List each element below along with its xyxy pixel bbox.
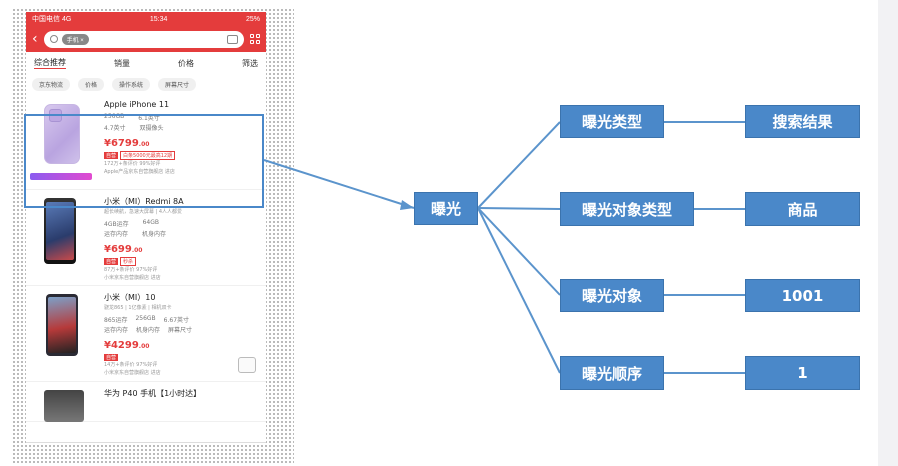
connector-phone-to-root (263, 159, 415, 209)
status-bar: 中国电信 4G 15:34 25% (26, 12, 266, 26)
node-exposure-order: 曝光顺序 (560, 356, 664, 390)
spec: 64GB (142, 219, 159, 226)
product-specs: 865运存 256GB 6.67英寸 (104, 315, 262, 324)
node-exposure-object: 曝光对象 (560, 279, 664, 312)
filter-pill[interactable]: 屏幕尺寸 (158, 77, 197, 91)
search-input[interactable]: 手机 × (43, 30, 244, 48)
shop-name[interactable]: 小米京东自营旗舰店 进店 (104, 370, 161, 376)
product-image (30, 292, 96, 374)
tab-sales[interactable]: 销量 (114, 58, 130, 68)
product-name: 华为 P40 手机【1小时达】 (104, 389, 202, 398)
carrier-label: 中国电信 4G (32, 16, 72, 23)
spec-sub: 机身内存 (142, 231, 167, 238)
spec: 256GB (135, 315, 156, 322)
p40-image (44, 390, 84, 422)
connector-root-to-object (477, 207, 561, 296)
review-count: 14万+条评价 97%好评 (104, 362, 158, 368)
tag: 自营 (104, 354, 119, 361)
value-search-result: 搜索结果 (745, 105, 860, 138)
redmi-image (44, 198, 76, 264)
value-product: 商品 (745, 192, 860, 226)
time-label: 15:34 (149, 15, 168, 23)
mi10-image (46, 294, 78, 356)
connector-root-to-order (477, 207, 561, 374)
spec-sub: 机身内存 (136, 327, 161, 334)
spec-sub: 4.7英寸 (104, 125, 126, 132)
price-value: ¥6799 (104, 138, 139, 149)
product-specs: 256GB 6.1英寸 (104, 113, 262, 122)
tab-price[interactable]: 价格 (178, 58, 194, 68)
product-price: ¥6799.00 (104, 138, 262, 149)
product-item[interactable]: 华为 P40 手机【1小时达】 (26, 382, 266, 422)
product-subtitle: 骁龙865 | 1亿像素 | 相机双卡 (104, 305, 172, 311)
product-specs-sub: 4.7英寸 双摄像头 (104, 123, 262, 132)
spec: 6.67英寸 (163, 317, 190, 324)
product-image (30, 196, 96, 278)
spec: 865运存 (104, 317, 128, 324)
product-price: ¥699.00 (104, 244, 262, 255)
filter-pill[interactable]: 操作系统 (112, 77, 151, 91)
shop-name[interactable]: 小米京东自营旗舰店 进店 (104, 275, 161, 281)
search-icon (49, 35, 58, 43)
node-exposure-object-type: 曝光对象类型 (560, 192, 694, 226)
search-keyword-chip[interactable]: 手机 × (61, 33, 89, 45)
product-name: 小米（MI）10 (104, 293, 156, 302)
spec-sub: 运存内存 (104, 327, 129, 334)
product-specs-sub: 运存内存 机身内存 屏幕尺寸 (104, 325, 262, 334)
tag: 自营 (104, 152, 119, 159)
filter-pills: 京东物流 价格 操作系统 屏幕尺寸 (26, 74, 266, 94)
arrowhead (400, 200, 414, 210)
product-name: Apple iPhone 11 (104, 100, 170, 109)
product-subtitle: 超长续航，急速大屏幕 | 4人人都爱 (104, 209, 183, 215)
spec-sub: 屏幕尺寸 (168, 327, 193, 334)
tab-filter[interactable]: 筛选 (242, 58, 258, 68)
camera-icon[interactable] (227, 34, 238, 44)
product-price: ¥4299.00 (104, 340, 262, 351)
product-name: 小米（MI）Redmi 8A (104, 197, 184, 206)
filter-pill[interactable]: 价格 (78, 77, 105, 91)
spec: 256GB (104, 113, 125, 120)
review-count: 87万+条评价 97%好评 (104, 267, 158, 273)
root-node-exposure: 曝光 (414, 192, 478, 225)
price-decimal: .00 (138, 141, 150, 148)
value-1001: 1001 (745, 279, 860, 312)
connector-root-to-object-type (477, 207, 561, 210)
compare-icon[interactable] (238, 357, 256, 373)
product-specs: 4GB运存 64GB (104, 219, 262, 228)
price-value: ¥699 (104, 244, 132, 255)
shop-name[interactable]: Apple产品京东自营旗舰店 进店 (104, 169, 175, 175)
price-decimal: .00 (138, 343, 150, 350)
node-exposure-type: 曝光类型 (560, 105, 664, 138)
tab-recommend[interactable]: 综合推荐 (34, 58, 66, 69)
back-arrow-icon[interactable]: ‹ (32, 31, 38, 47)
tag: 白条5000元最高12期 (120, 151, 176, 160)
spec-sub: 双摄像头 (139, 125, 164, 132)
grid-view-icon[interactable] (250, 34, 260, 44)
battery-label: 25% (245, 15, 260, 23)
connector-root-to-type (477, 121, 561, 209)
filter-pill[interactable]: 京东物流 (32, 77, 71, 91)
product-item[interactable]: 小米（MI）10 骁龙865 | 1亿像素 | 相机双卡 865运存 256GB… (26, 286, 266, 382)
review-count: 172万+条评价 99%好评 (104, 161, 161, 167)
spec: 4GB运存 (104, 221, 129, 228)
tag: 秒杀 (120, 257, 137, 266)
product-item[interactable]: 小米（MI）Redmi 8A 超长续航，急速大屏幕 | 4人人都爱 4GB运存 … (26, 190, 266, 286)
spec-sub: 运存内存 (104, 231, 129, 238)
promo-badge (30, 173, 92, 180)
sort-tabs: 综合推荐 销量 价格 筛选 (26, 52, 266, 74)
price-decimal: .00 (131, 247, 143, 254)
spec: 6.1英寸 (138, 115, 160, 122)
right-edge-strip (878, 0, 898, 466)
highlighted-product-frame (24, 114, 264, 208)
tag: 自营 (104, 258, 119, 265)
value-1: 1 (745, 356, 860, 390)
search-bar: ‹ 手机 × (26, 26, 266, 52)
product-specs-sub: 运存内存 机身内存 (104, 229, 262, 238)
phone-screenshot: 中国电信 4G 15:34 25% ‹ 手机 × 综合推荐 销量 价格 筛选 京… (26, 12, 266, 443)
product-image (30, 388, 96, 422)
price-value: ¥4299 (104, 340, 139, 351)
